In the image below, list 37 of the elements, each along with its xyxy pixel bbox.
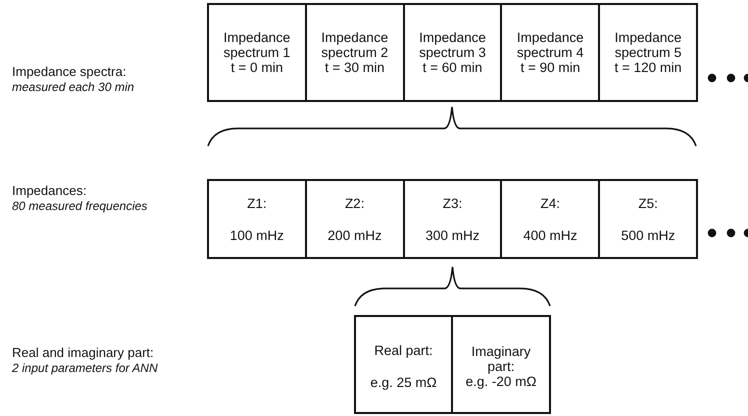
row-description: 80 measured frequencies — [12, 199, 148, 214]
row-title: Impedances: — [12, 183, 86, 198]
cell-box — [207, 179, 307, 259]
cell-box — [402, 3, 502, 102]
row-description: measured each 30 min — [12, 80, 134, 95]
row-title: Impedance spectra: — [12, 64, 126, 79]
cell-box — [207, 3, 307, 102]
cell-box — [598, 3, 698, 102]
cell-box — [500, 179, 600, 259]
cell-value: 500 mHz — [621, 228, 676, 242]
cell-value: 100 mHz — [230, 228, 284, 242]
cell-value: t = 120 min — [614, 60, 682, 75]
cell-box — [354, 315, 453, 414]
cell-value: 400 mHz — [523, 228, 578, 242]
cell-value: t = 30 min — [324, 60, 385, 75]
cell-box — [451, 315, 551, 414]
cell-box — [402, 179, 502, 259]
cell-heading: Z2: — [344, 196, 364, 210]
cell-value: 200 mHz — [328, 228, 382, 242]
cell-value: e.g. 25 mΩ — [370, 375, 437, 390]
row-title: Real and imaginary part: — [12, 345, 154, 360]
row-description: 2 input parameters for ANN — [12, 361, 158, 376]
cell-value: e.g. -20 mΩ — [466, 374, 536, 389]
cell-heading: Z5: — [638, 196, 658, 210]
cell-value: t = 90 min — [520, 60, 580, 75]
cell-box — [304, 179, 405, 259]
cell-heading: Real part: — [374, 343, 433, 358]
cell-value: t = 0 min — [230, 60, 283, 75]
cell-heading: Imaginary part: — [470, 344, 532, 374]
cell-heading: Z4: — [540, 196, 560, 210]
cell-heading: Z1: — [247, 196, 267, 210]
cell-value: t = 60 min — [422, 60, 482, 75]
cell-value: 300 mHz — [425, 228, 480, 242]
cell-box — [304, 3, 405, 102]
cell-heading: Z3: — [442, 196, 462, 210]
cell-box — [500, 3, 600, 102]
cell-box — [598, 179, 698, 259]
